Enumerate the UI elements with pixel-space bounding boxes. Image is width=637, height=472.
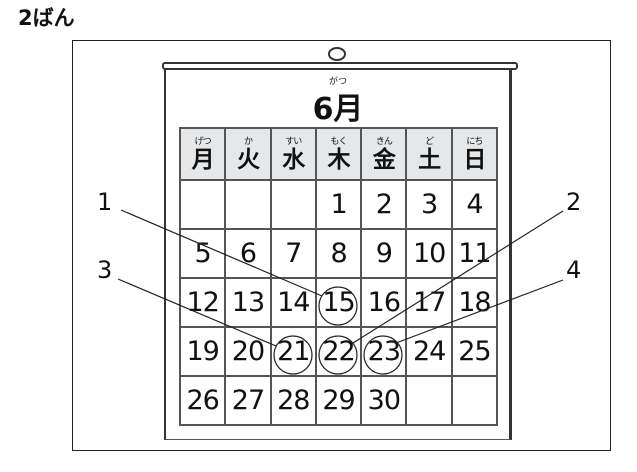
date-cell: 30 — [361, 376, 407, 425]
date-cell: 29 — [315, 376, 362, 425]
date-cell: 12 — [180, 278, 226, 327]
circle-date-21 — [273, 335, 313, 375]
weekday-header: もく木 — [315, 128, 362, 180]
weekday-kanji: 月 — [191, 147, 215, 173]
date-cell: 9 — [361, 229, 407, 278]
weekday-ruby: もく — [330, 137, 348, 147]
callout-line-3 — [117, 278, 277, 347]
date-cell: 11 — [451, 229, 498, 278]
weekday-ruby: きん — [375, 137, 393, 147]
weekday-kanji: 土 — [418, 147, 441, 173]
weekday-kanji: 日 — [463, 147, 486, 173]
date-cell: 26 — [180, 376, 226, 425]
date-cell: 19 — [180, 327, 226, 376]
month-title: 6月 — [312, 92, 364, 127]
date-cell: 25 — [451, 327, 498, 376]
weekday-kanji: 木 — [327, 147, 351, 173]
callout-line-2 — [352, 210, 564, 344]
date-cell: 6 — [225, 229, 271, 278]
date-cell: 14 — [270, 278, 316, 327]
date-cell — [270, 180, 316, 229]
question-title: 2ばん — [18, 6, 75, 30]
weekday-header: すい水 — [270, 128, 316, 180]
weekday-header: げつ月 — [180, 128, 226, 180]
date-cell — [180, 180, 226, 229]
hook-icon — [328, 47, 346, 61]
date-cell: 13 — [225, 278, 271, 327]
callout-label-1: 1 — [97, 188, 113, 216]
date-cell: 16 — [361, 278, 407, 327]
callout-label-3: 3 — [97, 256, 113, 284]
date-cell: 21 — [270, 327, 316, 376]
date-cell: 3 — [406, 180, 452, 229]
weekday-ruby: にち — [466, 137, 483, 147]
date-cell: 20 — [225, 327, 271, 376]
weekday-header: にち日 — [451, 128, 498, 180]
callout-label-2: 2 — [566, 188, 582, 216]
date-cell — [406, 376, 452, 425]
date-cell: 10 — [406, 229, 452, 278]
weekday-kanji: 火 — [236, 147, 260, 173]
date-cell — [225, 180, 271, 229]
weekday-header: きん金 — [361, 128, 407, 180]
date-cell — [451, 376, 498, 425]
weekday-header: ど土 — [406, 128, 452, 180]
weekday-kanji: 金 — [372, 147, 396, 173]
weekday-ruby: か — [243, 137, 253, 147]
date-cell: 7 — [270, 229, 316, 278]
weekday-header: か火 — [225, 128, 271, 180]
circle-date-23 — [363, 335, 403, 375]
calendar-hanger-bar — [162, 62, 518, 70]
date-cell: 1 — [315, 180, 362, 229]
date-cell: 24 — [406, 327, 452, 376]
date-cell: 27 — [225, 376, 271, 425]
weekday-ruby: ど — [425, 137, 434, 147]
month-ruby: がつ — [328, 77, 347, 87]
callout-line-1 — [120, 209, 323, 297]
date-cell: 2 — [361, 180, 407, 229]
date-cell: 8 — [315, 229, 362, 278]
callout-line-4 — [395, 279, 564, 344]
illustration-frame — [72, 40, 611, 451]
date-cell: 15 — [315, 278, 362, 327]
callout-label-4: 4 — [566, 256, 582, 284]
circle-date-15 — [318, 286, 358, 326]
weekday-kanji: 水 — [282, 147, 305, 173]
weekday-ruby: すい — [285, 137, 302, 147]
date-cell: 4 — [451, 180, 498, 229]
date-cell: 28 — [270, 376, 316, 425]
weekday-ruby: げつ — [194, 137, 212, 147]
circle-date-22 — [318, 335, 358, 375]
date-cell: 5 — [180, 229, 226, 278]
